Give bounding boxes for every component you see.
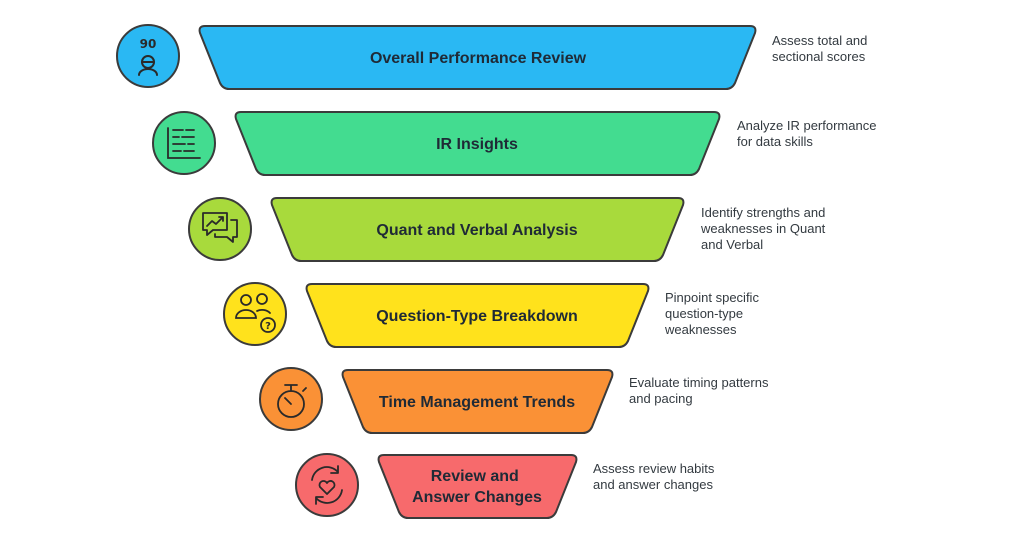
- stage-description: Evaluate timing patterns and pacing: [629, 375, 769, 406]
- stage-label: Quant and Verbal Analysis: [376, 222, 577, 239]
- stage-description: Identify strengths and weaknesses in Qua…: [701, 205, 826, 252]
- stage-icon-circle: [188, 197, 252, 261]
- score-gauge-icon: 90: [138, 37, 158, 76]
- stage-description: Assess review habits and answer changes: [593, 461, 715, 492]
- chart-chat-icon: [202, 212, 238, 243]
- stage-overall-performance-review: 90 Overall Performance Review: [116, 24, 757, 90]
- stage-label: Overall Performance Review: [370, 50, 587, 67]
- stage-label: Time Management Trends: [379, 394, 575, 411]
- users-question-icon: ?: [235, 293, 276, 333]
- stage-band: [198, 25, 757, 90]
- stage-description: Pinpoint specific question-type weakness…: [665, 290, 759, 337]
- stage-description: Assess total and sectional scores: [772, 33, 868, 64]
- stage-band: [234, 111, 721, 176]
- stage-band: [305, 283, 650, 348]
- stage-description: Analyze IR performance for data skills: [737, 118, 877, 149]
- stage-band: [270, 197, 685, 262]
- stage-icon-circle: [259, 367, 323, 431]
- stopwatch-icon: [277, 384, 307, 418]
- data-table-icon: [167, 127, 201, 159]
- stage-label: Question-Type Breakdown: [376, 308, 578, 325]
- stage-label: IR Insights: [436, 136, 518, 153]
- heart-cycle-icon: [311, 465, 343, 505]
- stage-band: [341, 369, 614, 434]
- stage-ir-insights: IR Insights: [152, 111, 721, 176]
- stage-label-line-2: Answer Changes: [412, 489, 542, 506]
- stage-question-type-breakdown: ? Question-Type Breakdown: [223, 282, 650, 348]
- stage-icon-circle: [152, 111, 216, 175]
- stage-quant-verbal-analysis: Quant and Verbal Analysis: [188, 197, 685, 262]
- stage-time-management-trends: Time Management Trends: [259, 367, 614, 434]
- stage-label-line-1: Review and: [431, 468, 519, 485]
- score-icon-text: 90: [140, 37, 157, 51]
- stage-band: [377, 454, 578, 519]
- svg-text:?: ?: [265, 321, 271, 332]
- stage-review-answer-changes: Review and Answer Changes: [295, 453, 578, 519]
- stage-icon-circle: [295, 453, 359, 517]
- stage-label: Review and Answer Changes: [412, 468, 542, 506]
